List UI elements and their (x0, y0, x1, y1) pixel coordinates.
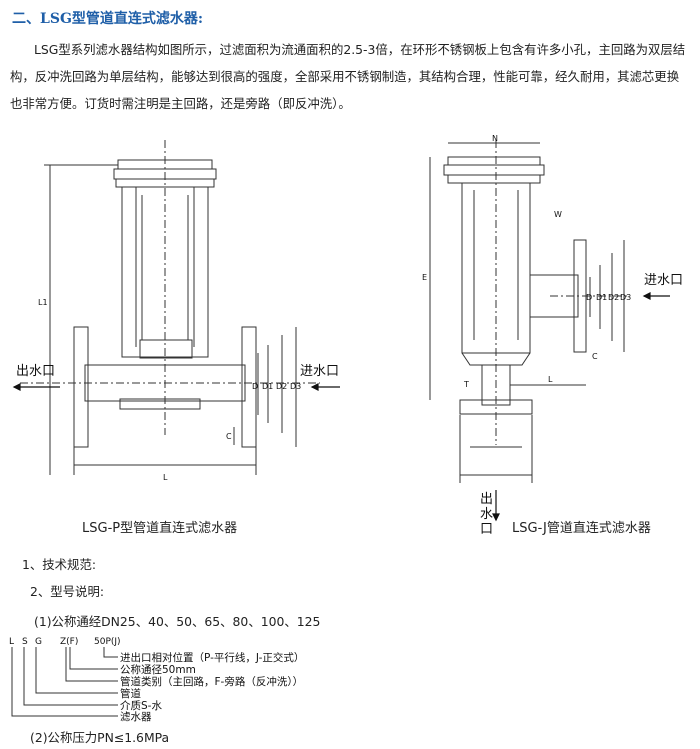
dim-label-d3: D3 (290, 382, 301, 391)
dim-label-c: C (226, 432, 232, 441)
spec-item-2-1: (1)公称通经DN25、40、50、65、80、100、125 (34, 614, 321, 629)
dim-label-c-j: C (592, 352, 598, 361)
dim-label-d-j: D (586, 293, 592, 302)
dim-label-d2: D2 (276, 382, 287, 391)
figure-lsg-j: N E D D1 D2 D3 C L W T (422, 135, 670, 522)
intro-paragraph: LSG型系列滤水器结构如图所示，过滤面积为流通面积的2.5-3倍，在环形不锈钢板… (10, 36, 690, 117)
code-letter-s: S (22, 637, 28, 647)
outlet-label-j: 出水口 (480, 492, 494, 537)
dim-label-d1: D1 (262, 382, 273, 391)
dim-label-w: W (554, 210, 562, 219)
code-letter-l: L (9, 637, 15, 647)
intro-text: LSG型系列滤水器结构如图所示，过滤面积为流通面积的2.5-3倍，在环形不锈钢板… (10, 42, 686, 111)
code-desc-pipe: 管道 (120, 688, 141, 700)
model-code-tree (11, 647, 118, 717)
spec-item-2: 2、型号说明: (30, 584, 105, 599)
figure-lsg-p: L1 L D D1 D2 D3 C (12, 140, 340, 482)
code-desc-pipe-type: 管道类别（主回路，F-旁路（反冲洗）） (120, 676, 304, 688)
code-desc-diameter: 公称通径50mm (120, 664, 196, 676)
dim-label-d: D (252, 382, 258, 391)
dim-label-n: N (492, 135, 498, 143)
outlet-label-p: 出水口 (16, 364, 56, 379)
dim-label-t: T (463, 380, 469, 389)
caption-j: LSG-J管道直连式滤水器 (512, 521, 651, 536)
code-letter-p: 50P(J) (94, 637, 121, 647)
section-heading: 二、LSG型管道直连式滤水器: (12, 11, 204, 27)
spec-item-2-2: (2)公称压力PN≤1.6MPa (30, 730, 170, 745)
dim-label-d2-j: D2 (608, 293, 619, 302)
code-desc-filter: 滤水器 (120, 711, 152, 723)
dim-label-d3-j: D3 (620, 293, 631, 302)
code-desc-position: 进出口相对位置（P-平行线，J-正交式） (120, 652, 305, 664)
caption-p: LSG-P型管道直连式滤水器 (82, 521, 238, 536)
dim-label-l1: L1 (38, 298, 48, 307)
spec-item-1: 1、技术规范: (22, 557, 97, 572)
inlet-label-j: 进水口 (644, 273, 684, 288)
inlet-label-p: 进水口 (300, 364, 340, 379)
dim-label-d1-j: D1 (596, 293, 607, 302)
dim-label-e: E (422, 273, 427, 282)
dim-label-l: L (163, 473, 168, 482)
code-letter-g: G (35, 637, 42, 647)
code-desc-medium: 介质S-水 (120, 700, 162, 712)
dim-label-l-j: L (548, 375, 553, 384)
code-letter-z: Z(F) (60, 637, 79, 647)
